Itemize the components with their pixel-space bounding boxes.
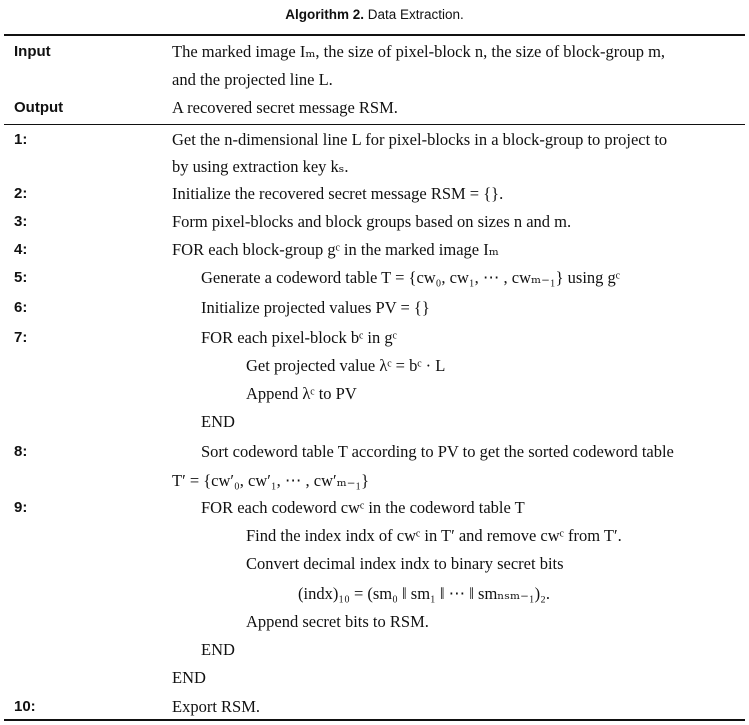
step-number: 5: [14, 269, 28, 286]
step-number: 7: [14, 329, 28, 346]
step-row: 8: Sort codeword table T according to PV … [0, 438, 749, 466]
input-text-line1: The marked image Iₘ, the size of pixel-b… [172, 42, 666, 61]
algorithm-caption: Algorithm 2. Data Extraction. [0, 6, 749, 24]
step-text: FOR each pixel-block bᶜ in gᶜ [201, 328, 397, 347]
step-row: (indx)₁₀ = (sm₀ ‖ sm₁ ‖ ⋯ ‖ smₙₛₘ₋₁)₂. [0, 580, 749, 608]
step-text: Initialize projected values PV = {} [201, 298, 430, 317]
step-row: 6: Initialize projected values PV = {} [0, 294, 749, 322]
step-text: FOR each block-group gᶜ in the marked im… [172, 240, 499, 259]
caption-label: Algorithm 2. [285, 7, 364, 22]
step-text: Sort codeword table T according to PV to… [201, 442, 674, 461]
step-row: Append secret bits to RSM. [0, 608, 749, 636]
top-rule [4, 34, 745, 36]
step-text: Find the index indx of cwᶜ in T′ and rem… [246, 526, 622, 545]
step-row: 5: Generate a codeword table T = {cw₀, cw… [0, 264, 749, 292]
step-row: Find the index indx of cwᶜ in T′ and rem… [0, 522, 749, 550]
step-row: END [0, 664, 749, 692]
step-text: Initialize the recovered secret message … [172, 184, 504, 203]
header-divider [4, 124, 745, 125]
step-row: 1: Get the n-dimensional line L for pixel… [0, 126, 749, 154]
step-row: 4: FOR each block-group gᶜ in the marked … [0, 236, 749, 264]
input-text-line2: and the projected line L. [172, 70, 333, 89]
step-text: END [201, 640, 235, 659]
step-number: 4: [14, 241, 28, 258]
step-row: by using extraction key kₛ. [0, 153, 749, 181]
step-text: Append secret bits to RSM. [246, 612, 429, 631]
input-row: Input The marked image Iₘ, the size of p… [0, 38, 749, 66]
step-number: 2: [14, 185, 28, 202]
step-number: 9: [14, 499, 28, 516]
step-row: 7: FOR each pixel-block bᶜ in gᶜ [0, 324, 749, 352]
output-text: A recovered secret message RSM. [172, 98, 398, 117]
input-row-cont: and the projected line L. [0, 66, 749, 94]
bottom-rule [4, 719, 745, 721]
step-text: END [201, 412, 235, 431]
step-text: Append λᶜ to PV [246, 384, 357, 403]
step-row: Append λᶜ to PV [0, 380, 749, 408]
step-row: Convert decimal index indx to binary sec… [0, 550, 749, 578]
step-text: (indx)₁₀ = (sm₀ ‖ sm₁ ‖ ⋯ ‖ smₙₛₘ₋₁)₂. [298, 584, 550, 603]
step-text: T′ = {cw′₀, cw′₁, ⋯ , cw′ₘ₋₁} [172, 471, 370, 490]
caption-text: Data Extraction. [367, 7, 464, 22]
step-text: Convert decimal index indx to binary sec… [246, 554, 564, 573]
step-number: 10: [14, 698, 36, 715]
step-text: Form pixel-blocks and block groups based… [172, 212, 572, 231]
step-row: END [0, 636, 749, 664]
step-number: 6: [14, 299, 28, 316]
step-row: T′ = {cw′₀, cw′₁, ⋯ , cw′ₘ₋₁} [0, 467, 749, 495]
step-text: Generate a codeword table T = {cw₀, cw₁,… [201, 268, 621, 287]
output-row: Output A recovered secret message RSM. [0, 94, 749, 122]
step-row: 10: Export RSM. [0, 693, 749, 721]
step-text: Export RSM. [172, 697, 261, 716]
step-text: by using extraction key kₛ. [172, 157, 349, 176]
step-number: 3: [14, 213, 28, 230]
output-label: Output [14, 99, 64, 116]
step-row: 2: Initialize the recovered secret messag… [0, 180, 749, 208]
step-number: 8: [14, 443, 28, 460]
step-row: 9: FOR each codeword cwᶜ in the codeword … [0, 494, 749, 522]
step-row: END [0, 408, 749, 436]
step-text: Get the n-dimensional line L for pixel-b… [172, 130, 668, 149]
step-number: 1: [14, 131, 28, 148]
step-text: FOR each codeword cwᶜ in the codeword ta… [201, 498, 525, 517]
input-label: Input [14, 43, 51, 60]
step-text: Get projected value λᶜ = bᶜ · L [246, 356, 446, 375]
step-row: 3: Form pixel-blocks and block groups bas… [0, 208, 749, 236]
step-text: END [172, 668, 206, 687]
step-row: Get projected value λᶜ = bᶜ · L [0, 352, 749, 380]
